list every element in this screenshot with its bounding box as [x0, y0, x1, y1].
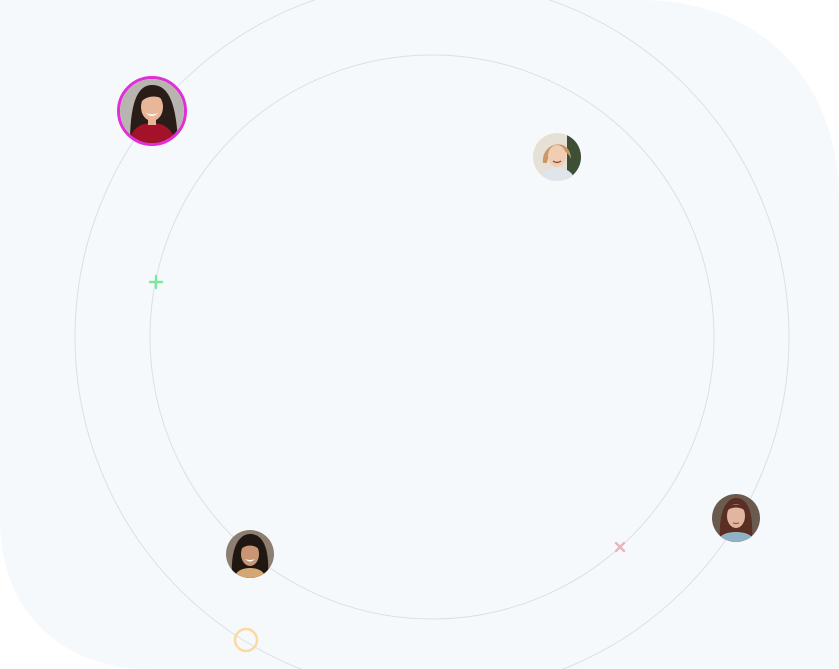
plus-icon — [148, 274, 164, 290]
ring-icon — [233, 627, 259, 653]
avatar-woman-smiling-highlighted[interactable] — [117, 76, 187, 146]
avatar-woman-dark-hair[interactable] — [226, 530, 274, 578]
inner-orbit — [149, 54, 715, 620]
cross-icon — [614, 541, 626, 553]
avatar-woman-short-hair[interactable] — [533, 133, 581, 181]
outer-orbit — [74, 0, 790, 669]
avatar-woman-long-hair[interactable] — [712, 494, 760, 542]
